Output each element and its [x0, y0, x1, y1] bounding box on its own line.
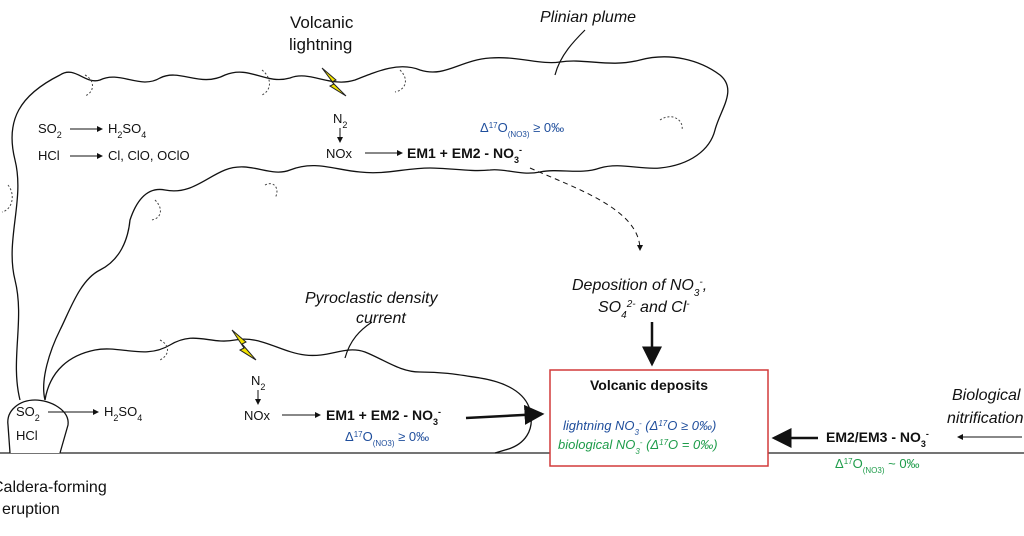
pdc-delta: Δ17O(NO3) ≥ 0‰ [345, 429, 429, 448]
plume-hcl: HCl [38, 148, 60, 163]
lightning-icon-plume [321, 67, 347, 97]
plume-label-leader [554, 29, 586, 76]
pdc-to-deposits-arrow [465, 404, 545, 425]
volcano-vent [7, 399, 69, 454]
pdc-label-2: current [356, 310, 406, 327]
soil-em-nitrate: EM2/EM3 - NO3- [826, 429, 929, 449]
pdc-label-leader [344, 321, 373, 359]
lightning-icon-pdc [231, 329, 257, 361]
pdc-nox: NOx [244, 408, 271, 423]
caldera-label-1: Caldera-forming [0, 479, 107, 496]
plume-nox: NOx [326, 146, 353, 161]
soil-delta: Δ17O(NO3) ~ 0‰ [835, 456, 920, 475]
plume-so2: SO2 [38, 121, 62, 140]
plume-delta: Δ17O(NO3) ≥ 0‰ [480, 120, 564, 139]
pdc-outline [44, 337, 532, 454]
turbulence-swirls [1, 69, 683, 361]
plume-em-nitrate: EM1 + EM2 - NO3- [407, 145, 522, 165]
plinian-plume-label: Plinian plume [540, 9, 636, 26]
volcanic-deposits-box [549, 369, 769, 467]
deposits-biological-line: biological NO3- (Δ17O = 0‰) [558, 437, 718, 456]
deposition-label-2: SO42- and Cl- [598, 299, 690, 321]
biological-label-2: nitrification [947, 410, 1024, 427]
biological-label-1: Biological [952, 387, 1021, 404]
plume-deposition-arrow [529, 167, 643, 251]
deposition-label-1: Deposition of NO3-, [572, 277, 707, 299]
deposits-title: Volcanic deposits [590, 377, 708, 393]
plume-hcl-products: Cl, ClO, OClO [108, 148, 190, 163]
plume-h2so4: H2SO4 [108, 121, 146, 140]
caldera-label-2: eruption [2, 501, 60, 518]
vent-so2: SO2 [16, 404, 40, 423]
pdc-em-nitrate: EM1 + EM2 - NO3- [326, 407, 441, 427]
volcanic-lightning-label-1: Volcanic [290, 13, 354, 32]
plume-n2: N2 [333, 111, 347, 130]
plinian-plume-outline [11, 56, 729, 401]
deposits-lightning-line: lightning NO3- (Δ17O ≥ 0‰) [563, 418, 716, 437]
vent-h2so4: H2SO4 [104, 404, 142, 423]
pdc-label-1: Pyroclastic density [305, 290, 438, 307]
volcanic-lightning-label-2: lightning [289, 35, 352, 54]
pdc-n2: N2 [251, 373, 265, 392]
vent-hcl: HCl [16, 428, 38, 443]
